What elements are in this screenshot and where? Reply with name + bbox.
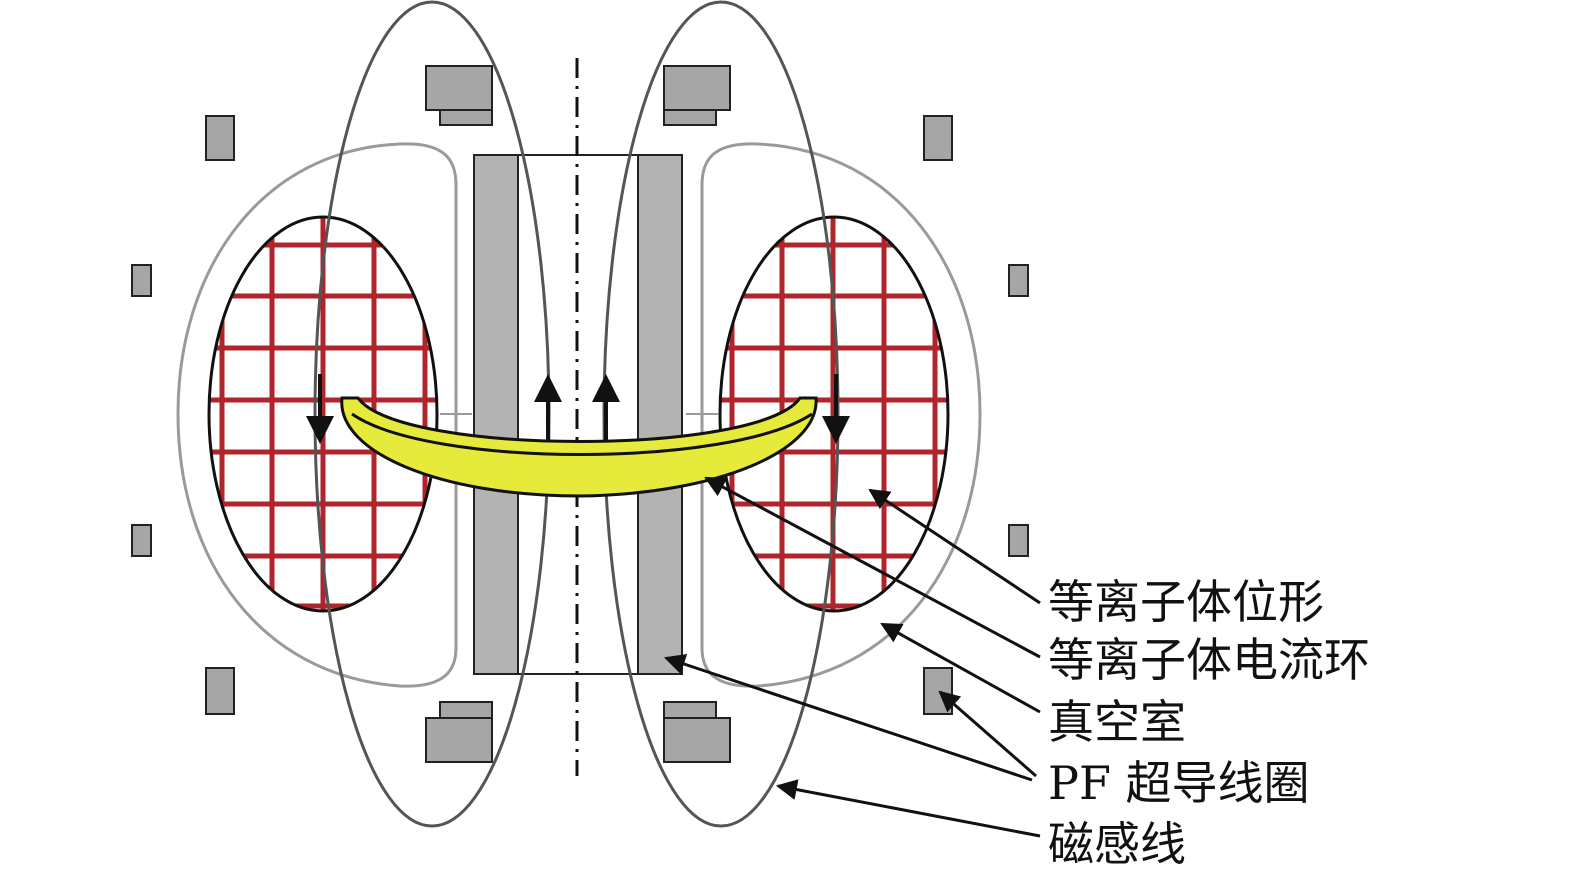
vacuum-chamber-left	[176, 142, 458, 688]
field-direction-arrows	[306, 374, 850, 444]
pf-coil-right-mid-upper	[1008, 264, 1029, 297]
plasma-current-ring-band	[340, 396, 818, 498]
vacuum-chamber	[176, 142, 982, 688]
leader-lines	[664, 476, 1041, 838]
pf-coil-left-mid-upper	[131, 264, 152, 297]
pf-coil-left-lower	[205, 667, 235, 715]
central-coil-left	[473, 154, 519, 675]
pf-coil-right-upper	[923, 115, 953, 161]
vacuum-chamber-right	[700, 142, 982, 688]
arrow-up-center-right	[592, 374, 620, 444]
pf-coil-bottom-left-front	[425, 717, 493, 763]
pf-coil-left-upper	[205, 115, 235, 161]
pf-coil-left-mid-lower	[131, 524, 152, 557]
central-coil-right	[637, 154, 683, 675]
label-pf-coil: PF 超导线圈	[1048, 756, 1310, 810]
leader-plasma-shape	[868, 488, 1041, 605]
pf-coil-bottom-right-front	[663, 717, 731, 763]
pf-coil-top-right-front	[663, 65, 731, 111]
leader-vacuum-chamber	[880, 622, 1041, 714]
arrow-down-left	[306, 374, 334, 444]
label-plasma-shape: 等离子体位形	[1048, 575, 1324, 629]
leader-plasma-current	[704, 476, 1041, 659]
plasma-shape-left-outline	[207, 215, 439, 613]
label-magnetic-field-line: 磁感线	[1048, 817, 1186, 871]
pf-coil-right-lower	[923, 667, 953, 715]
arrow-down-right	[822, 374, 850, 444]
leader-field-line	[775, 779, 1041, 838]
arrow-up-center-left	[534, 374, 562, 444]
label-vacuum-chamber: 真空室	[1048, 695, 1186, 749]
labels: 等离子体位形 等离子体电流环 真空室 PF 超导线圈 磁感线	[1048, 575, 1370, 871]
pf-coil-right-mid-lower	[1008, 524, 1029, 557]
pf-coils	[131, 65, 1029, 763]
central-solenoid	[473, 154, 683, 675]
leader-pf-coil-upper	[938, 690, 1037, 778]
label-plasma-current-ring: 等离子体电流环	[1048, 633, 1370, 687]
plasma-shape-right-outline	[718, 215, 950, 613]
leader-pf-coil-lower	[664, 654, 1033, 782]
pf-coil-top-left-front	[425, 65, 493, 111]
plasma-current-ring-inner-edge	[351, 412, 813, 456]
plasma-current-ring	[340, 396, 818, 498]
